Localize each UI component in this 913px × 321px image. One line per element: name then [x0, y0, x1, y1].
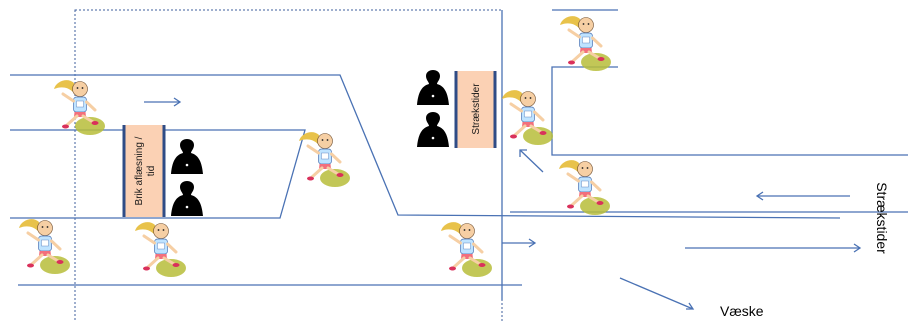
runner-clipart-icon — [297, 130, 352, 189]
split-times-vertical-label: Strækstider — [874, 182, 890, 254]
chip-reading-label-line1: Brik aflæsning / — [134, 136, 145, 205]
runner-clipart-icon — [52, 78, 107, 137]
refreshment-label: Væske — [720, 303, 764, 319]
arrow-right-outgoing — [685, 243, 862, 253]
arrow-left-incoming — [755, 191, 850, 201]
arrow-up-left — [519, 149, 544, 173]
split-times-box: Strækstider — [454, 71, 497, 148]
official-silhouette-icon — [171, 181, 203, 216]
split-times-box-label: Strækstider — [471, 83, 482, 135]
track-upper-lane — [10, 74, 841, 219]
transition-zone-border — [74, 9, 503, 321]
runner-clipart-icon — [17, 217, 72, 276]
runner-clipart-icon — [558, 14, 613, 73]
runner-clipart-icon — [133, 220, 188, 279]
chip-reading-box: Brik aflæsning / tid — [122, 125, 166, 217]
official-silhouette-icon — [417, 70, 449, 105]
runner-clipart-icon — [557, 158, 612, 217]
official-silhouette-icon — [417, 112, 449, 147]
arrow-right-start — [502, 238, 537, 248]
track-right-branch — [551, 66, 908, 156]
arrow-right-upper-lane — [144, 97, 182, 107]
arrow-to-refreshment — [619, 277, 695, 310]
runner-clipart-icon — [439, 220, 494, 279]
official-silhouette-icon — [171, 139, 203, 174]
runner-clipart-icon — [500, 88, 555, 147]
chip-reading-label-line2: tid — [146, 166, 157, 177]
